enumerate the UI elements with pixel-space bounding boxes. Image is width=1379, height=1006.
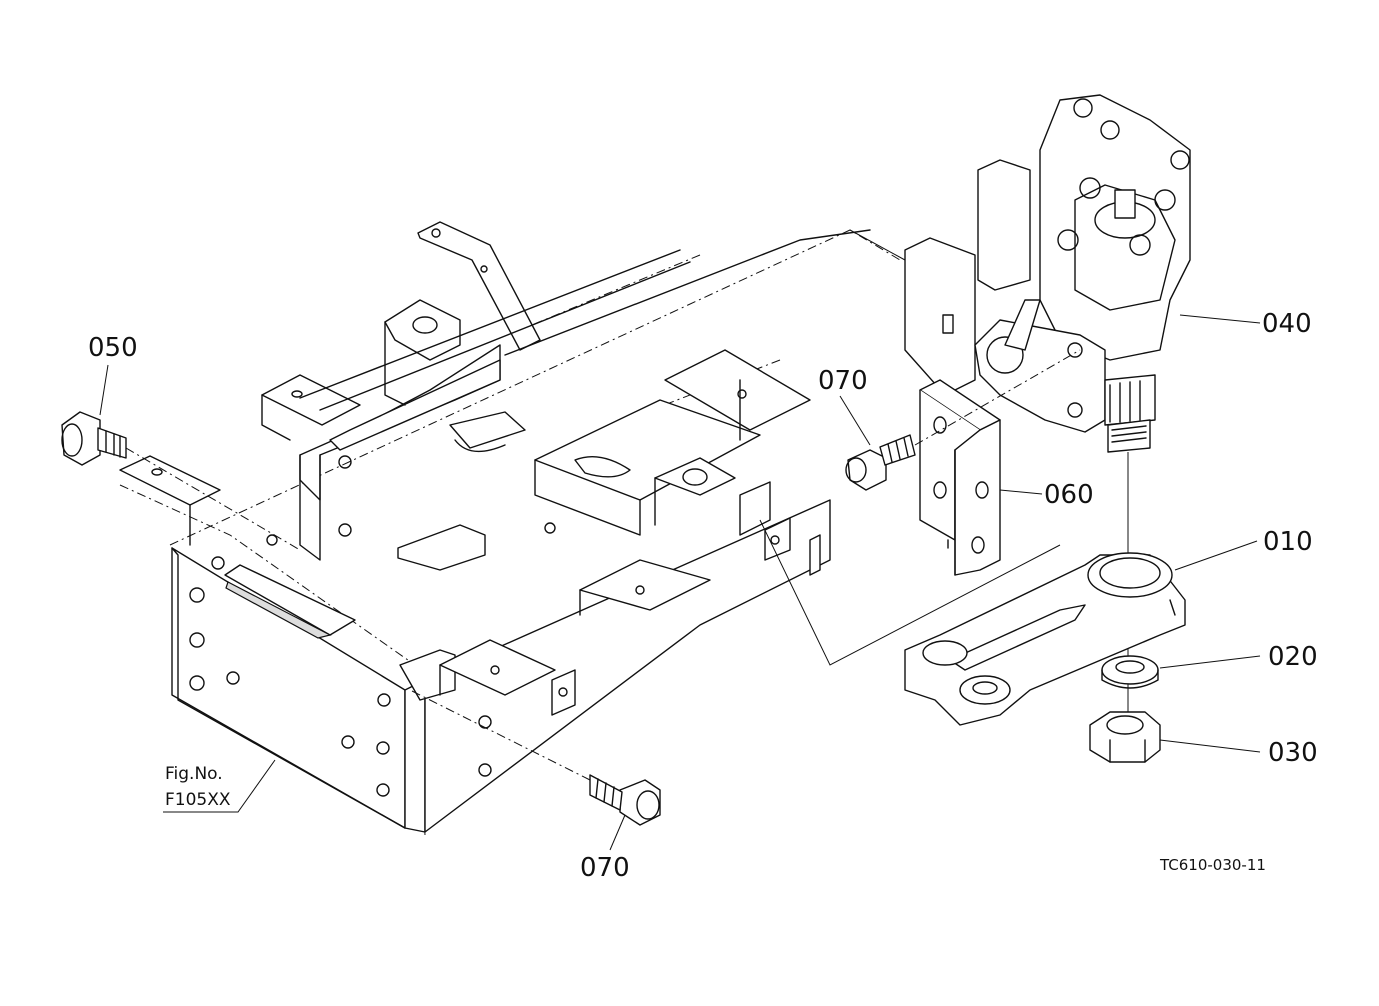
callout-020: 020 (1268, 642, 1318, 672)
callout-060: 060 (1044, 480, 1094, 510)
callout-030: 030 (1268, 738, 1318, 768)
bolt-070-lower (589, 774, 661, 826)
callout-010: 010 (1263, 527, 1313, 557)
bolt-050 (61, 411, 127, 466)
leader-lines (99, 314, 1261, 851)
steering-gearbox-040 (904, 94, 1191, 720)
front-frame (119, 221, 1061, 836)
callout-040: 040 (1262, 309, 1312, 339)
hex-nut-030 (1089, 711, 1161, 763)
pitman-arm-010 (904, 552, 1186, 726)
bracket-plate-060 (919, 379, 1001, 576)
figure-ref-line2: F105XX (165, 790, 231, 810)
figure-ref-line1: Fig.No. (165, 764, 223, 784)
callout-070-upper: 070 (818, 366, 868, 396)
bolt-070-upper (845, 434, 916, 491)
lock-washer-020 (1101, 655, 1159, 689)
drawing-code: TC610-030-11 (1159, 856, 1266, 874)
callout-050: 050 (88, 333, 138, 363)
callout-070-lower: 070 (580, 853, 630, 883)
